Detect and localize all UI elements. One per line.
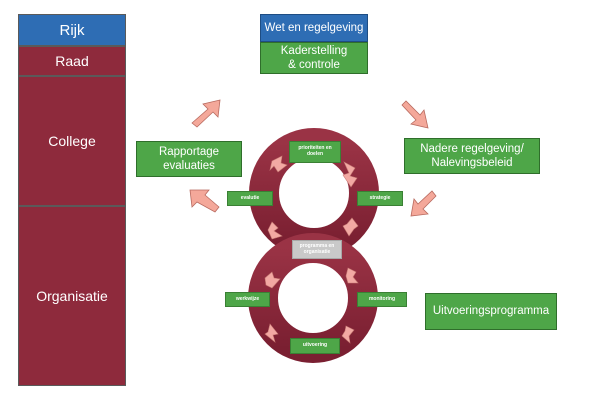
uitvoering-label: uitvoering	[302, 342, 328, 349]
cycle-arrow-5	[264, 271, 281, 289]
nadere-regelgeving-box: Nadere regelgeving/ Nalevingsbeleid	[404, 138, 540, 174]
arrow-wet-to-nadere	[401, 100, 429, 129]
level-rijk-label: Rijk	[59, 21, 85, 39]
cycle-arrow-2	[342, 217, 359, 237]
cycle-arrow-6	[345, 267, 359, 284]
level-raad: Raad	[18, 46, 126, 76]
rapportage-line1: Rapportage	[158, 145, 220, 158]
cycle-prioriteiten: prioriteiten en doelen	[289, 141, 341, 163]
cycle-uitvoering: uitvoering	[290, 338, 340, 354]
werkwijze-label: werkwijze	[235, 295, 260, 302]
level-college: College	[18, 76, 126, 206]
cycle-arrow-8	[264, 323, 279, 343]
level-organisatie: Organisatie	[18, 206, 126, 386]
uitvoeringsprogramma-label: Uitvoeringsprogramma	[432, 305, 550, 318]
evaluatie-label: evalutie	[240, 194, 260, 201]
kaderstelling-box: Kaderstelling & controle	[260, 42, 368, 74]
level-raad-label: Raad	[55, 53, 89, 69]
programma-line1: programma en	[299, 242, 335, 249]
cycle-arrow-1	[342, 161, 358, 188]
cycle-werkwijze: werkwijze	[225, 292, 270, 307]
level-college-label: College	[48, 133, 96, 149]
rapportage-line2: evaluaties	[163, 160, 215, 172]
rapportage-evaluaties-box: Rapportage evaluaties	[136, 141, 242, 177]
wet-en-regelgeving-box: Wet en regelgeving Kaderstelling & contr…	[260, 14, 368, 74]
cycle-strategie: strategie	[357, 191, 403, 206]
arrow-rapportage-to-wet	[191, 99, 221, 128]
nadere-line2: Nalevingsbeleid	[431, 157, 513, 169]
cycle-evaluatie: evalutie	[227, 191, 273, 206]
cycle-programma: programma en organisatie	[292, 240, 342, 259]
arrow-cycle-to-rapportage	[189, 189, 220, 213]
cycle-arrow-7	[341, 325, 355, 344]
arrow-nadere-to-cycle	[410, 190, 437, 217]
wet-title-label: Wet en regelgeving	[264, 22, 364, 34]
monitoring-label: monitoring	[368, 295, 396, 302]
strategie-label: strategie	[369, 194, 391, 201]
cycle-monitoring: monitoring	[357, 292, 407, 307]
cycle-arrow-4	[269, 155, 288, 173]
programma-line2: organisatie	[303, 248, 331, 255]
nadere-line1: Nadere regelgeving/	[420, 142, 524, 155]
uitvoeringsprogramma-box: Uitvoeringsprogramma	[425, 293, 557, 330]
kaderstelling-line1: Kaderstelling	[280, 44, 348, 57]
kaderstelling-line2: & controle	[288, 59, 340, 71]
prioriteiten-line2: doelen	[306, 151, 324, 157]
cycle-arrow-3	[267, 221, 283, 240]
wet-title-header: Wet en regelgeving	[260, 14, 368, 42]
level-rijk: Rijk	[18, 14, 126, 46]
prioriteiten-line1: prioriteiten en	[298, 145, 332, 152]
level-organisatie-label: Organisatie	[36, 288, 108, 304]
